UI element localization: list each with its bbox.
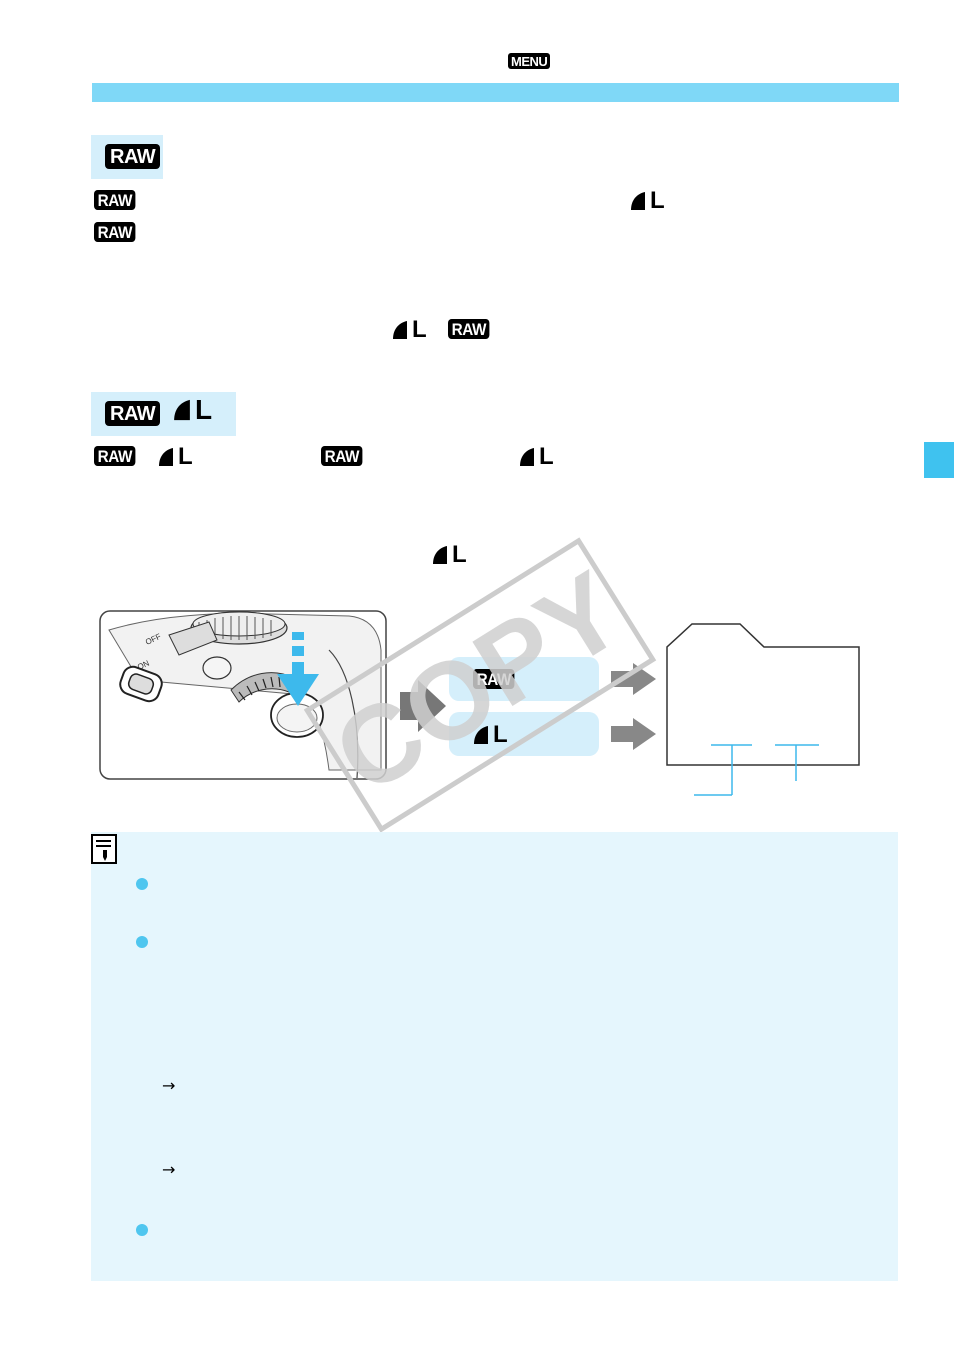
flow-arrow-icon xyxy=(400,680,446,732)
quality-fine-icon: L xyxy=(630,189,665,213)
raw-icon: RAW xyxy=(473,669,515,689)
note-icon xyxy=(91,834,117,864)
chapter-tab xyxy=(924,442,954,478)
quality-fine-icon: L xyxy=(432,543,467,567)
svg-text:COPY: COPY xyxy=(314,548,644,818)
raw-icon: RAW xyxy=(448,319,490,339)
camera-illustration: OFF ON xyxy=(99,610,387,780)
copy-watermark: COPY xyxy=(303,537,657,833)
arrow-icon: → xyxy=(162,1160,176,1179)
arrow-icon: → xyxy=(162,1076,176,1095)
note-panel xyxy=(91,832,898,1281)
bullet xyxy=(136,1224,148,1236)
raw-heading-box: RAW xyxy=(91,135,163,179)
quality-fine-icon: L xyxy=(173,396,212,424)
raw-icon: RAW xyxy=(94,446,136,466)
raw-icon: RAW xyxy=(321,446,363,466)
quality-fine-icon: L xyxy=(392,318,427,342)
raw-icon: RAW xyxy=(105,144,161,169)
raw-icon: RAW xyxy=(105,401,161,426)
folder-icon xyxy=(666,623,860,796)
bullet xyxy=(136,936,148,948)
raw-l-heading-box: RAW L xyxy=(91,392,236,436)
quality-fine-icon: L xyxy=(473,723,508,747)
shutter-press-arrow-icon xyxy=(277,632,319,706)
menu-icon: MENU xyxy=(508,53,551,69)
raw-icon: RAW xyxy=(94,190,136,210)
quality-fine-icon: L xyxy=(519,445,554,469)
section-band xyxy=(92,83,899,102)
raw-icon: RAW xyxy=(94,222,136,242)
arrow-right-icon xyxy=(611,663,656,695)
raw-output-box: RAW xyxy=(449,657,599,701)
quality-fine-icon: L xyxy=(158,445,193,469)
bullet xyxy=(136,878,148,890)
arrow-right-icon xyxy=(611,718,656,750)
jpeg-output-box: L xyxy=(449,712,599,756)
